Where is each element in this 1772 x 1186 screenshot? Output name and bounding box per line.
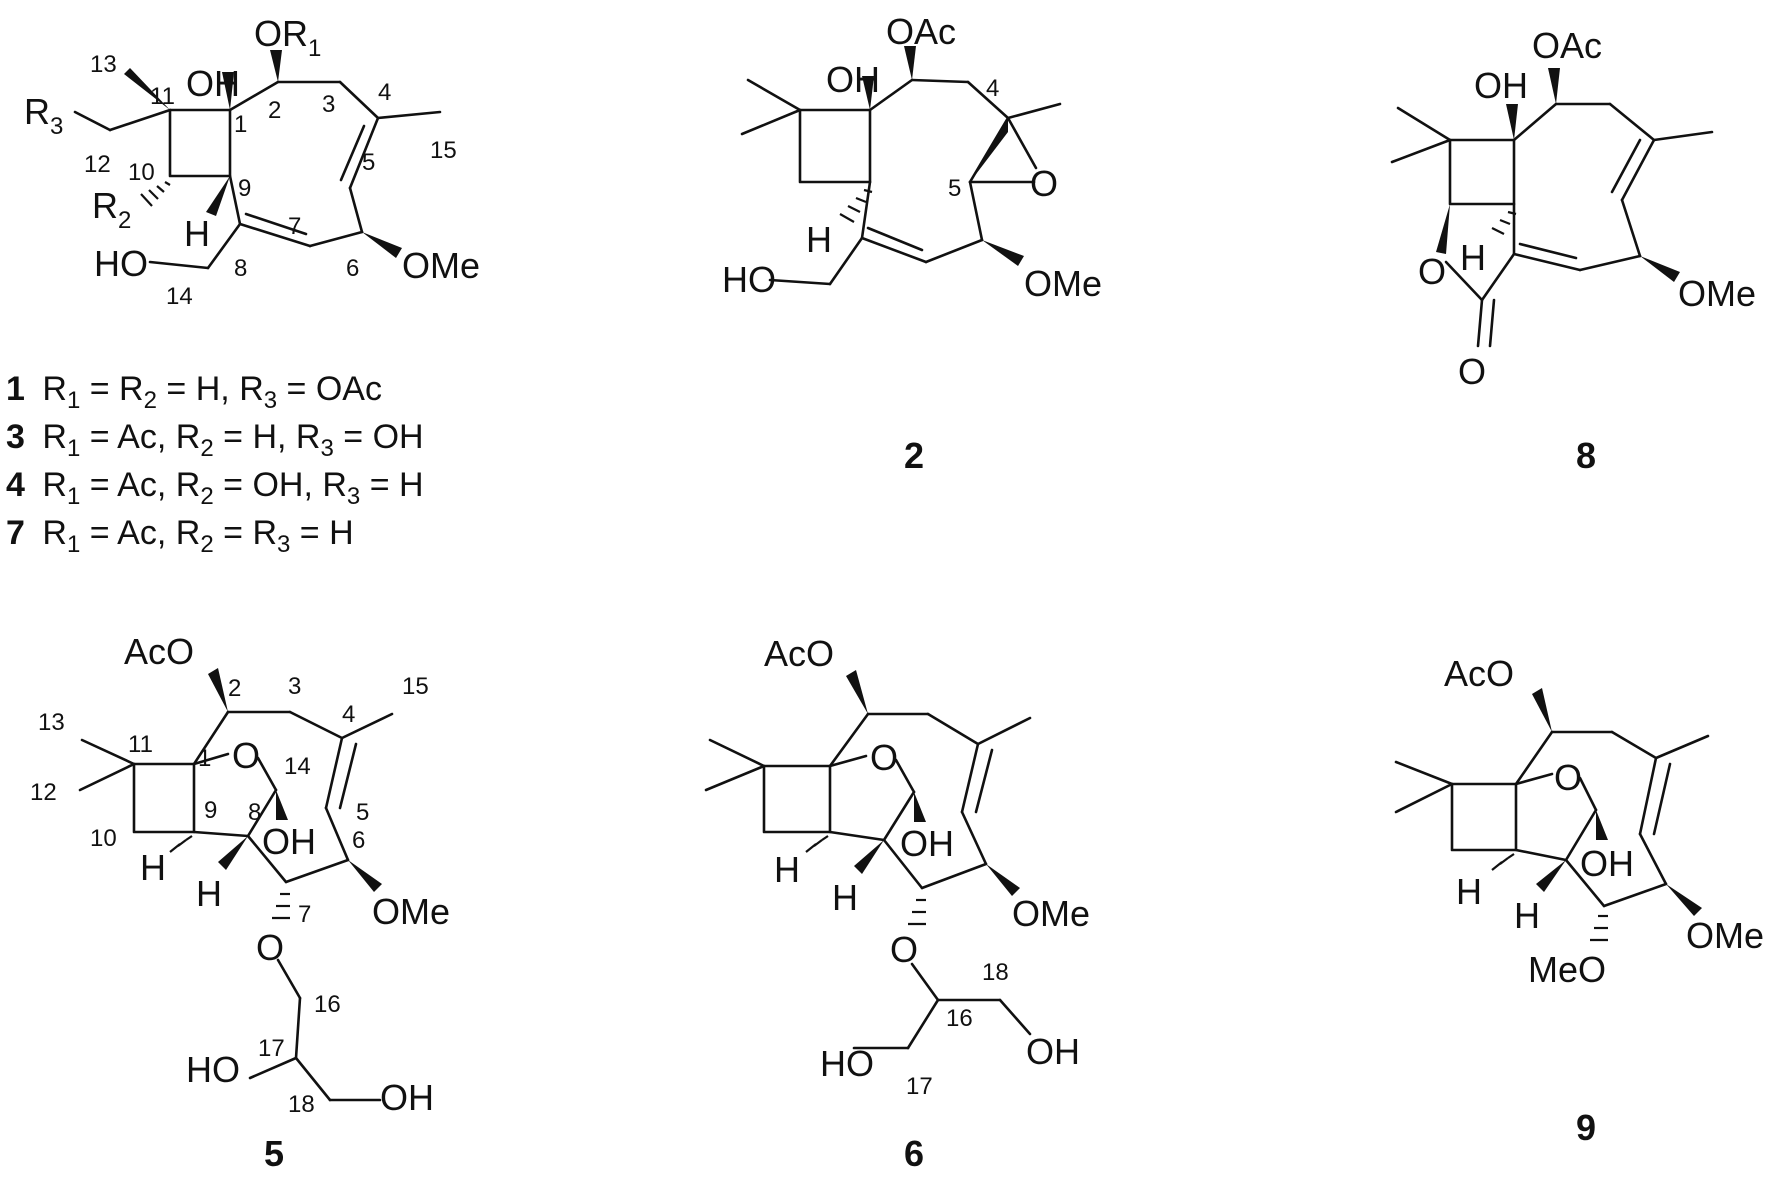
legend-row-7: 7 R1 = Ac, R2 = R3 = H xyxy=(6,514,354,558)
c1-ho-label: HO xyxy=(94,243,148,284)
compound-number-2: 2 xyxy=(904,435,924,476)
c1-h-label: H xyxy=(184,213,210,254)
c5-num-10: 10 xyxy=(90,825,117,852)
c5-ho-label: HO xyxy=(186,1049,240,1090)
c1-num-6: 6 xyxy=(346,255,359,282)
c6-oh-label: OH xyxy=(900,823,954,864)
structure-compound-9: AcO O OH H H OMe MeO xyxy=(1394,653,1764,990)
c5-num-17: 17 xyxy=(258,1035,285,1062)
c5-num-4: 4 xyxy=(342,701,355,728)
structure-compound-1: OH OR1 R3 R2 H HO OMe 13 11 1 2 3 4 15 1… xyxy=(24,13,480,310)
c6-num-16: 16 xyxy=(946,1005,973,1032)
c1-oh-label: OH xyxy=(186,63,240,104)
c5-aco-label: AcO xyxy=(124,631,194,672)
c5-num-12: 12 xyxy=(30,779,57,806)
c5-oh-label: OH xyxy=(262,821,316,862)
c8-oh-label: OH xyxy=(1474,65,1528,106)
c5-num-2: 2 xyxy=(228,675,241,702)
structure-compound-2: OAc OH 4 5 O H HO OMe xyxy=(722,11,1102,304)
c5-num-6: 6 xyxy=(352,827,365,854)
c1-num-7: 7 xyxy=(288,213,301,240)
c1-num-12: 12 xyxy=(84,151,111,178)
c2-num-4: 4 xyxy=(986,75,999,102)
c1-num-4: 4 xyxy=(378,79,391,106)
c9-aco-label: AcO xyxy=(1444,653,1514,694)
c8-ome-label: OMe xyxy=(1678,273,1756,314)
c1-num-15: 15 xyxy=(430,137,457,164)
c6-o-label: O xyxy=(870,737,898,778)
c2-o-label: O xyxy=(1030,163,1058,204)
c5-o-label: O xyxy=(232,735,260,776)
legend-row-4: 4 R1 = Ac, R2 = OH, R3 = H xyxy=(6,466,424,510)
compound-number-8: 8 xyxy=(1576,435,1596,476)
c6-o-ether-label: O xyxy=(890,929,918,970)
c5-ome-label: OMe xyxy=(372,891,450,932)
c1-or1-label: OR1 xyxy=(254,13,321,62)
legend-row-1: 1 R1 = R2 = H, R3 = OAc xyxy=(6,370,382,414)
c6-num-18: 18 xyxy=(982,959,1009,986)
c2-ome-label: OMe xyxy=(1024,263,1102,304)
c1-num-13: 13 xyxy=(90,51,117,78)
c5-num-18: 18 xyxy=(288,1091,315,1118)
c9-h1-label: H xyxy=(1456,871,1482,912)
c1-r3-label: R3 xyxy=(24,91,63,140)
c5-oh2-label: OH xyxy=(380,1077,434,1118)
c1-num-1: 1 xyxy=(234,111,247,138)
c5-h1-label: H xyxy=(140,847,166,888)
c5-num-1: 1 xyxy=(198,745,211,772)
c6-ome-label: OMe xyxy=(1012,893,1090,934)
c6-num-17: 17 xyxy=(906,1073,933,1100)
c1-ome-label: OMe xyxy=(402,245,480,286)
c6-ho-label: HO xyxy=(820,1043,874,1084)
c2-ho-label: HO xyxy=(722,259,776,300)
c1-num-9: 9 xyxy=(238,175,251,202)
legend-row-3: 3 R1 = Ac, R2 = H, R3 = OH xyxy=(6,418,424,462)
c9-ome-label: OMe xyxy=(1686,915,1764,956)
c9-o-label: O xyxy=(1554,757,1582,798)
compound-number-6: 6 xyxy=(904,1133,924,1174)
legend: 1 R1 = R2 = H, R3 = OAc 3 R1 = Ac, R2 = … xyxy=(6,370,424,558)
c8-h-label: H xyxy=(1460,237,1486,278)
c5-num-11: 11 xyxy=(128,731,153,758)
c5-num-7: 7 xyxy=(298,901,311,928)
c8-o-ring-label: O xyxy=(1418,251,1446,292)
c2-h-label: H xyxy=(806,219,832,260)
c2-num-5: 5 xyxy=(948,175,961,202)
c5-o-ether-label: O xyxy=(256,927,284,968)
c6-oh2-label: OH xyxy=(1026,1031,1080,1072)
compound-number-5: 5 xyxy=(264,1133,284,1174)
compound-number-9: 9 xyxy=(1576,1107,1596,1148)
c2-oac-label: OAc xyxy=(886,11,956,52)
c5-num-5: 5 xyxy=(356,799,369,826)
c5-num-13: 13 xyxy=(38,709,65,736)
c6-aco-label: AcO xyxy=(764,633,834,674)
c5-num-8: 8 xyxy=(248,799,261,826)
c1-num-10: 10 xyxy=(128,159,155,186)
c1-num-14: 14 xyxy=(166,283,193,310)
c1-num-2: 2 xyxy=(268,97,281,124)
c6-h2-label: H xyxy=(832,877,858,918)
c1-num-11: 11 xyxy=(150,83,175,110)
c5-num-14: 14 xyxy=(284,753,311,780)
structure-compound-6: AcO O OH H H OMe O OH HO 18 16 17 xyxy=(704,633,1090,1100)
c8-o-carbonyl-label: O xyxy=(1458,351,1486,392)
c9-h2-label: H xyxy=(1514,895,1540,936)
structure-compound-8: OAc OH O H O OMe xyxy=(1390,25,1756,392)
c9-meo-label: MeO xyxy=(1528,949,1606,990)
c5-h2-label: H xyxy=(196,873,222,914)
c1-num-8: 8 xyxy=(234,255,247,282)
structure-compound-5: AcO O OH H H OMe O HO OH 2 3 15 4 13 11 … xyxy=(30,631,450,1118)
c1-num-5: 5 xyxy=(362,149,375,176)
c5-num-16: 16 xyxy=(314,991,341,1018)
c5-num-3: 3 xyxy=(288,673,301,700)
c1-num-3: 3 xyxy=(322,91,335,118)
c8-oac-label: OAc xyxy=(1532,25,1602,66)
c9-oh-label: OH xyxy=(1580,843,1634,884)
c2-oh-label: OH xyxy=(826,59,880,100)
c6-h1-label: H xyxy=(774,849,800,890)
c5-num-15: 15 xyxy=(402,673,429,700)
c5-num-9: 9 xyxy=(204,797,217,824)
c1-r2-label: R2 xyxy=(92,185,131,234)
